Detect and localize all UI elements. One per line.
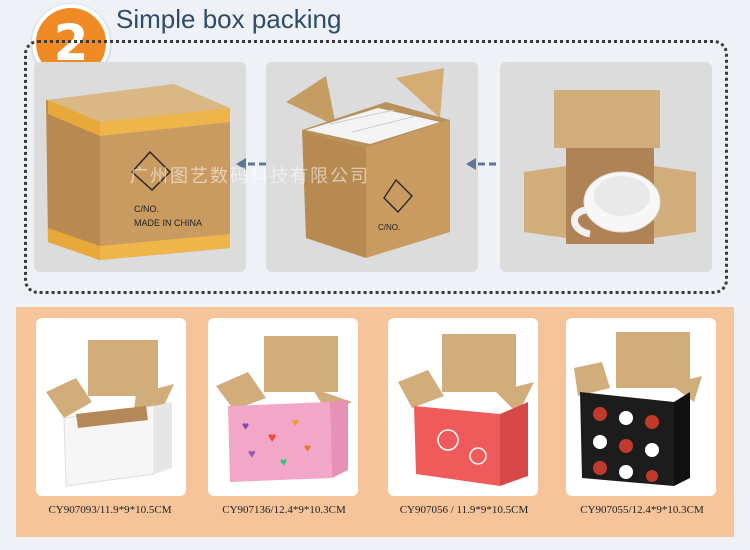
svg-text:♥: ♥ [242, 419, 249, 433]
page-title: Simple box packing [116, 4, 342, 34]
product-code-label: CY907136/12.4*9*10.3CM [222, 504, 346, 516]
packing-steps-frame [24, 40, 728, 294]
svg-text:♥: ♥ [248, 446, 256, 461]
product-image-pink-heart-box: ♥ ♥ ♥ ♥ ♥ ♥ [208, 318, 358, 496]
svg-text:♥: ♥ [268, 429, 276, 445]
svg-text:♥: ♥ [280, 455, 287, 469]
product-image-red-box [388, 318, 538, 496]
carton-marking-made-in-china: MADE IN CHINA [134, 218, 202, 228]
product-code-label: CY907055/12.4*9*10.3CM [580, 504, 704, 516]
open-carton-image: C/NO. [266, 62, 478, 272]
product-image-white-box [36, 318, 186, 496]
sealed-carton-image: C/NO. MADE IN CHINA [34, 62, 246, 272]
svg-text:♥: ♥ [304, 441, 311, 455]
watermark-text: 广州图艺数码科技有限公司 [130, 166, 370, 187]
carton-marking-cno: C/NO. [134, 204, 159, 214]
mug-in-box-image [500, 62, 712, 272]
product-image-black-heart-box [566, 318, 716, 496]
product-code-label: CY907093/11.9*9*10.5CM [48, 504, 172, 516]
product-code-label: CY907056 / 11.9*9*10.5CM [399, 504, 529, 516]
svg-text:♥: ♥ [292, 417, 299, 429]
svg-text:C/NO.: C/NO. [378, 223, 400, 232]
